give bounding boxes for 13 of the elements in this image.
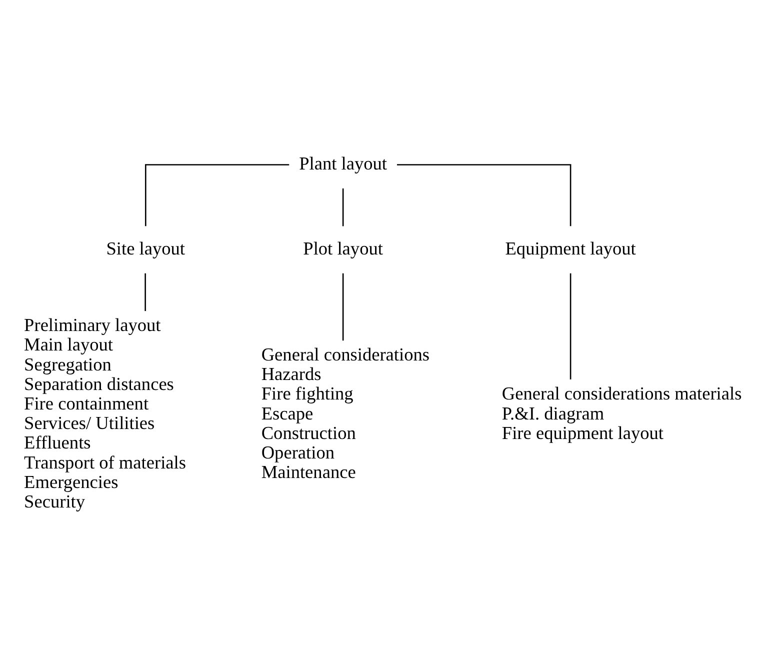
- node-text: Plant layout: [299, 154, 388, 174]
- connector: [145, 164, 290, 226]
- connector: [144, 273, 146, 312]
- node-text: Plot layout: [303, 238, 383, 259]
- node-text: General considerations materials P.&I. diagram Fire equipment layout: [502, 384, 742, 443]
- node-text: General considerations Hazards Fire fighting Escape Construction Operation Maintenance: [261, 344, 430, 482]
- connector: [396, 164, 572, 226]
- connector: [342, 273, 344, 341]
- node-text: Equipment layout: [505, 238, 636, 259]
- node-text: Site layout: [106, 238, 186, 259]
- node-text: Preliminary layout Main layout Segregation Separation distances Fire containment Services/ Utilities Effluents Transport of materials Emergencies Security: [24, 315, 186, 512]
- connector: [342, 188, 344, 226]
- connector: [570, 273, 572, 380]
